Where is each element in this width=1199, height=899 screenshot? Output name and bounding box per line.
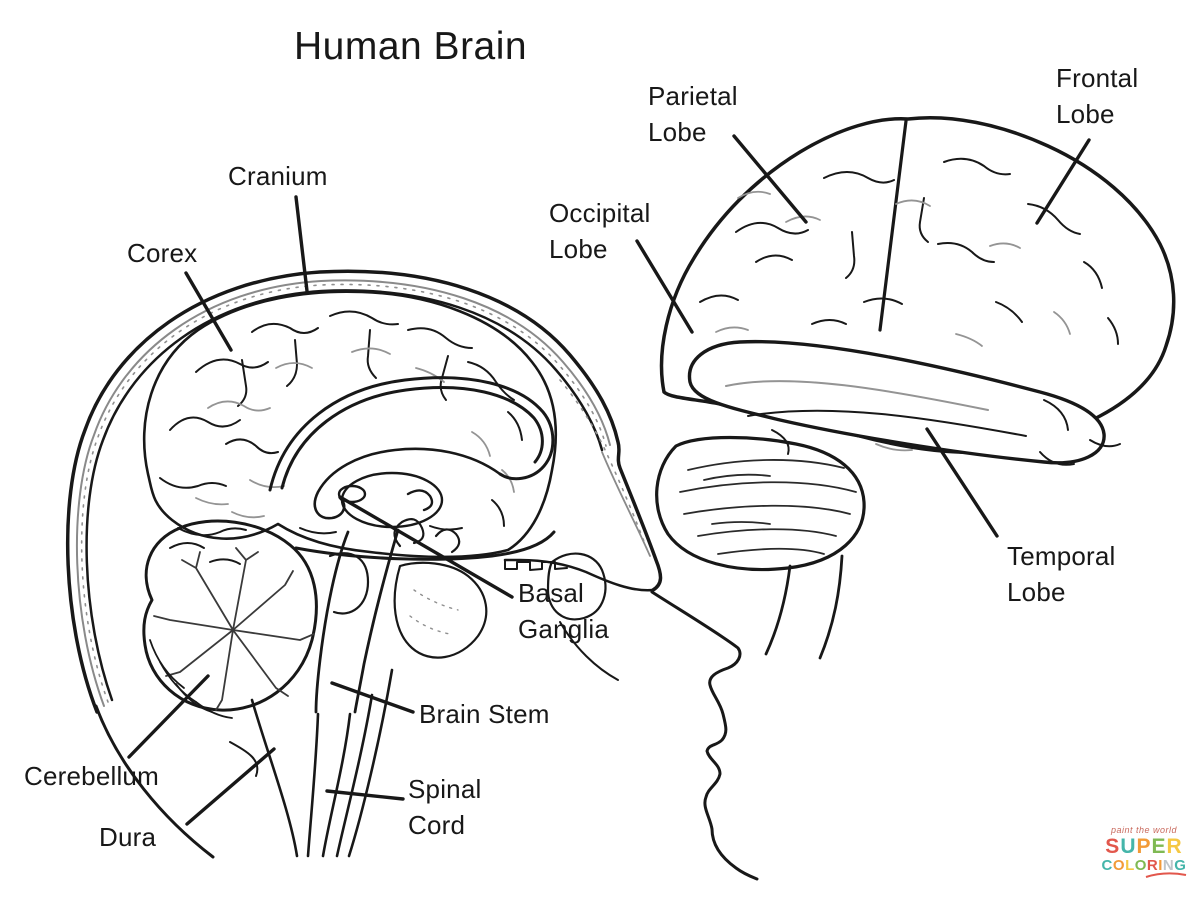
logo-tagline: paint the world [1110,825,1178,835]
right-gyri-dark [699,157,1119,345]
right-gyri-light [715,190,1071,347]
label-cerebellum: Cerebellum [24,761,159,791]
logo-swoosh [1145,872,1187,878]
logo-word-coloring: COLORING [1093,858,1195,878]
skull-base-bones [393,517,619,681]
leader-parietal-lobe [732,134,808,224]
leader-dura [185,747,276,826]
leader-cerebellum [127,674,210,759]
left-gyri-dark [159,310,523,565]
leader-cranium [294,195,309,293]
leader-temporal-lobe [925,427,999,538]
right-brain-stem [764,554,844,660]
logo-word-super: SUPER [1105,835,1183,858]
label-occipital-lobe: Occipital Lobe [549,198,651,264]
cerebellum-striations [149,639,233,719]
corpus-callosum [268,376,555,520]
label-parietal-lobe: Parietal Lobe [648,81,738,147]
supercoloring-logo: paint the world SUPER COLORING [1093,825,1195,878]
orbital-bumps [1039,439,1121,466]
central-sulcus [878,119,908,332]
label-dura: Dura [99,822,157,852]
leader-frontal-lobe [1035,138,1091,225]
leader-basal-ganglia [338,495,514,599]
label-frontal-lobe: Frontal Lobe [1056,63,1139,129]
thalamus-basal-ganglia [337,471,444,529]
cortex [142,290,558,565]
label-temporal-lobe: Temporal Lobe [1007,541,1116,607]
temporal-lobe-band [687,339,1106,465]
leader-spinal-cord [325,789,405,801]
swoosh-stroke [1145,872,1187,878]
brain-stem [314,528,400,714]
neck-and-spinal-cord [94,668,394,859]
label-cranium: Cranium [228,161,328,191]
page-title: Human Brain [294,25,528,68]
sagittal-section [65,269,759,881]
label-spinal-cord: Spinal Cord [408,774,482,840]
cerebellum [142,519,318,719]
label-brain-stem: Brain Stem [419,699,550,729]
skull-outline [65,269,663,714]
label-cortex: Corex [127,238,198,268]
label-basal-ganglia: Basal Ganglia [518,578,610,644]
right-cerebellum-striations [679,459,857,555]
face-profile [650,590,759,881]
leader-occipital-lobe [635,239,694,334]
leader-brain-stem [330,681,415,714]
leader-lines [127,134,1091,826]
leader-cortex [184,271,233,352]
right-cerebellum [655,435,866,572]
